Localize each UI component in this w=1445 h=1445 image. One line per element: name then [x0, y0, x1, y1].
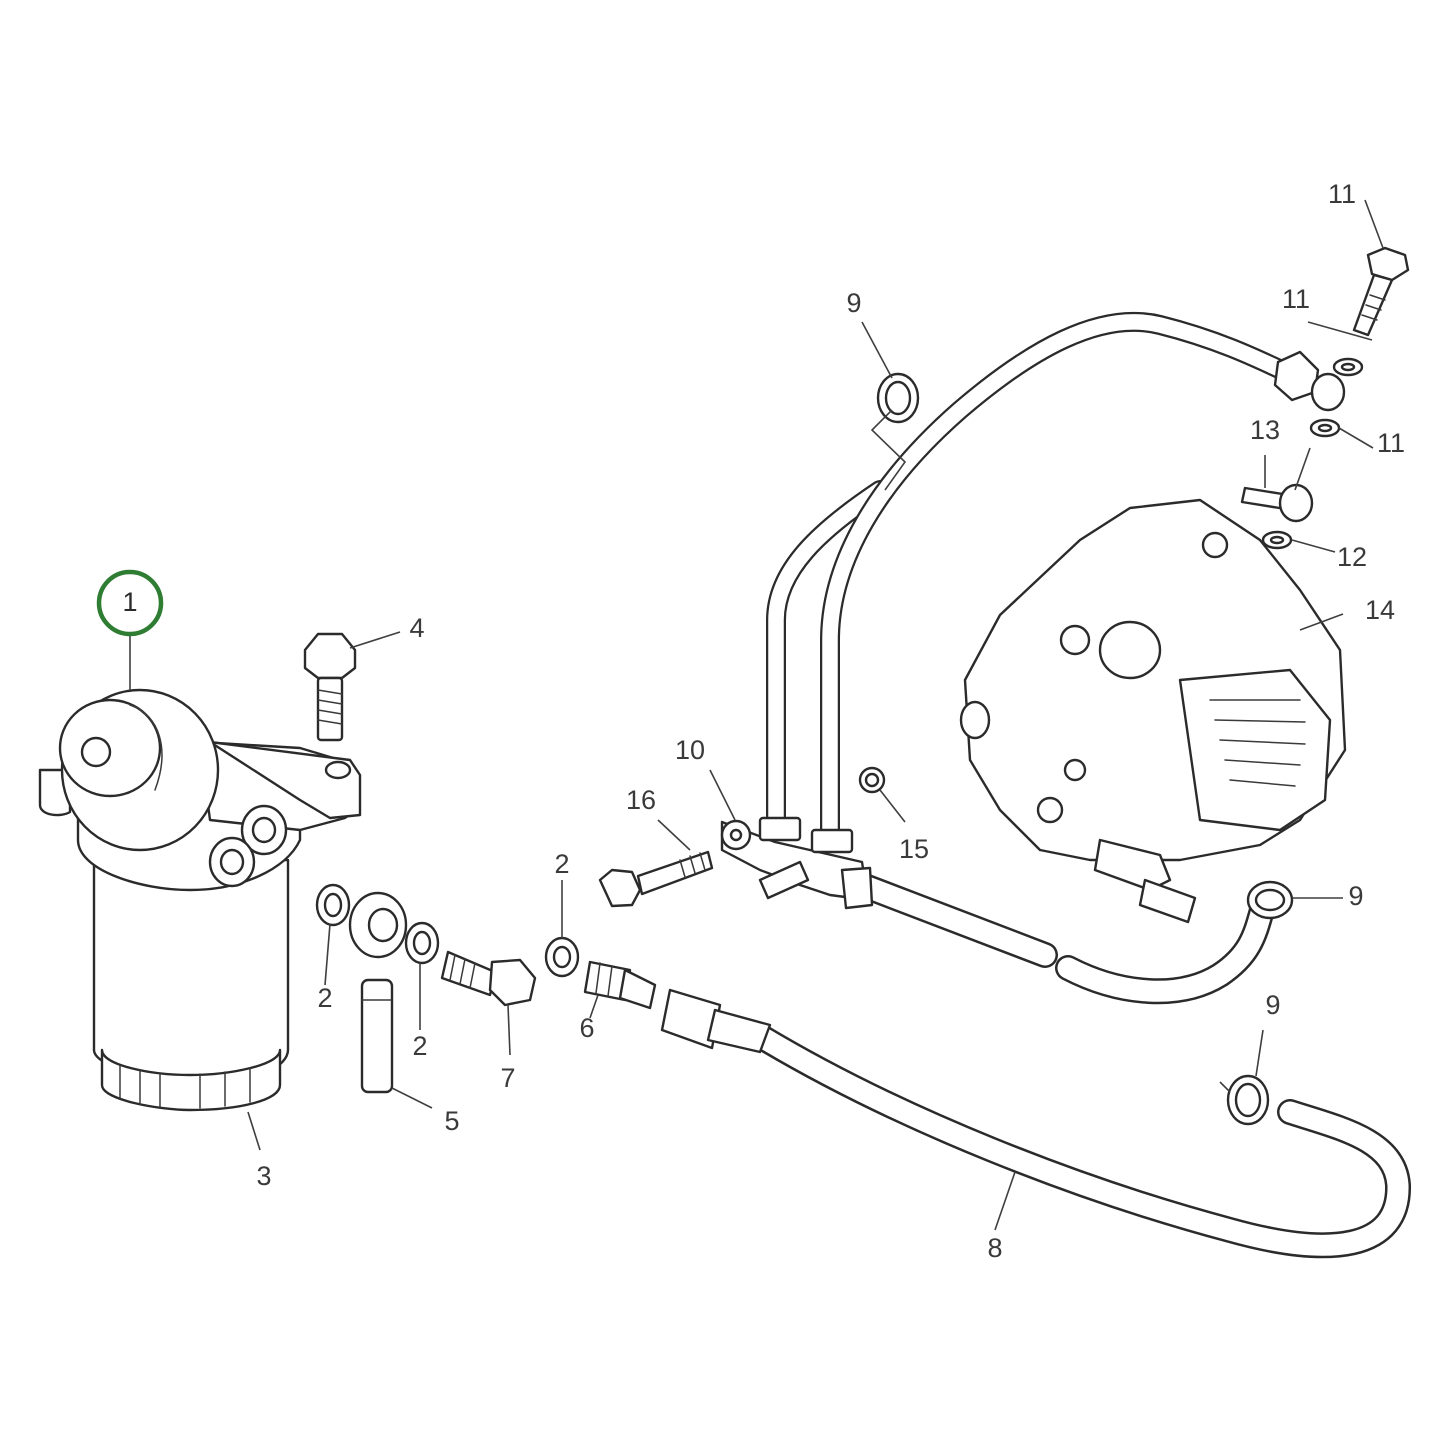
- t-piece-10[interactable]: [720, 816, 874, 910]
- callout-11b[interactable]: 11: [1282, 284, 1310, 314]
- fuel-pipe-upper[interactable]: [766, 311, 1302, 846]
- fitting-6[interactable]: [583, 960, 657, 1010]
- selected-callout-ring: [96, 569, 164, 637]
- banjo-fitting-5[interactable]: [348, 891, 408, 1094]
- washer-2b[interactable]: [404, 921, 440, 965]
- hose-return[interactable]: [849, 872, 1275, 1005]
- callout-2c[interactable]: 2: [554, 849, 569, 879]
- washer-11a[interactable]: [1332, 357, 1364, 377]
- bolt-4[interactable]: [303, 632, 357, 742]
- callout-13[interactable]: 13: [1250, 415, 1280, 445]
- bolt-13[interactable]: [1240, 483, 1314, 523]
- callout-2b[interactable]: 2: [412, 1031, 427, 1061]
- fuel-pump-14[interactable]: [959, 498, 1347, 924]
- bolt-16[interactable]: [598, 850, 714, 908]
- callout-10[interactable]: 10: [675, 735, 705, 765]
- callout-14[interactable]: 14: [1365, 595, 1395, 625]
- banjo-end-fitting[interactable]: [1273, 350, 1346, 412]
- clamp-9a[interactable]: [876, 372, 920, 424]
- fitting-15[interactable]: [858, 766, 886, 794]
- callout-9a[interactable]: 9: [846, 288, 861, 318]
- callout-1-selected[interactable]: 1: [96, 569, 164, 637]
- callout-12[interactable]: 12: [1337, 542, 1367, 572]
- callout-5[interactable]: 5: [444, 1106, 459, 1136]
- callout-6[interactable]: 6: [579, 1013, 594, 1043]
- banjo-bolt-7[interactable]: [440, 950, 537, 1007]
- washer-11b[interactable]: [1309, 418, 1341, 438]
- hose-8[interactable]: [747, 1023, 1412, 1259]
- hose-8-end-fitting[interactable]: [660, 988, 772, 1054]
- callout-11a[interactable]: 11: [1328, 179, 1356, 209]
- callout-4[interactable]: 4: [409, 613, 424, 643]
- callout-11c[interactable]: 11: [1377, 428, 1405, 458]
- washer-2a[interactable]: [315, 883, 351, 927]
- fuel-filter-assembly[interactable]: [38, 688, 362, 1112]
- callout-8[interactable]: 8: [987, 1233, 1002, 1263]
- callout-3[interactable]: 3: [256, 1161, 271, 1191]
- washer-2c[interactable]: [544, 936, 580, 978]
- clamp-9b[interactable]: [1246, 880, 1294, 920]
- leader-lines: [129, 199, 1384, 1231]
- clamp-9c[interactable]: [1226, 1074, 1270, 1126]
- callout-15[interactable]: 15: [899, 834, 929, 864]
- callout-16[interactable]: 16: [626, 785, 656, 815]
- washer-12[interactable]: [1261, 530, 1293, 550]
- callout-1-label: 1: [122, 587, 137, 617]
- callout-9b[interactable]: 9: [1348, 881, 1363, 911]
- callout-7[interactable]: 7: [500, 1063, 515, 1093]
- banjo-bolt-11[interactable]: [1352, 246, 1410, 337]
- callout-2a[interactable]: 2: [317, 983, 332, 1013]
- callout-9c[interactable]: 9: [1265, 990, 1280, 1020]
